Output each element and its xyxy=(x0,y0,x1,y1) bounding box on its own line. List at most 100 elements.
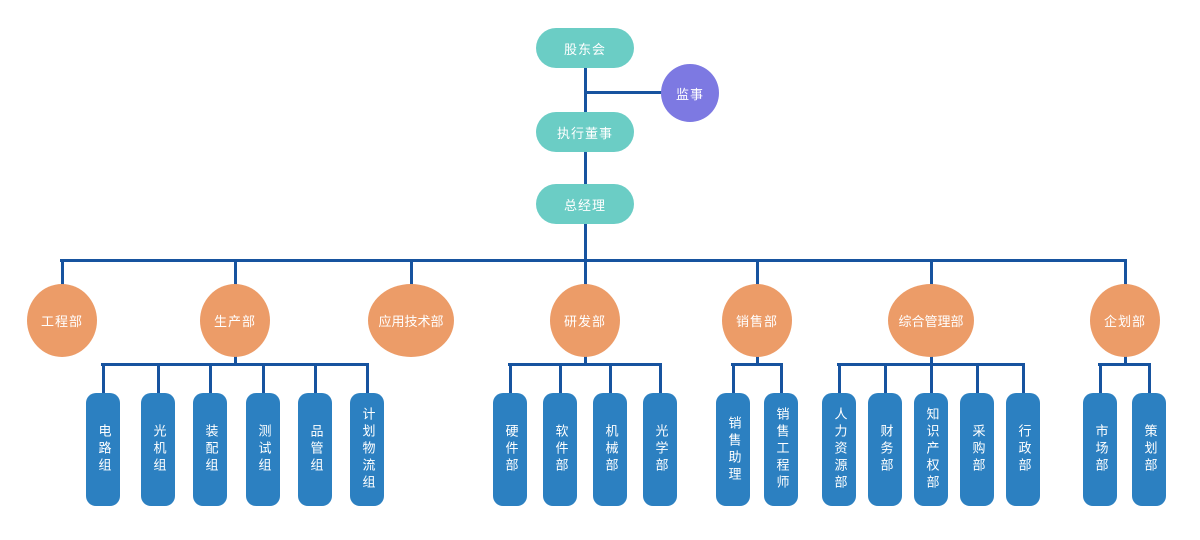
connector-bus xyxy=(60,259,1126,262)
connector-rail-production xyxy=(101,363,369,366)
node-team-finance-label: 财务部 xyxy=(877,424,893,475)
connector-stub-opto-mech-team xyxy=(157,363,160,393)
node-general-manager-label: 总经理 xyxy=(563,198,606,214)
node-team-circuit[interactable]: 电路组 xyxy=(86,393,120,506)
connector-stub-software xyxy=(559,363,562,393)
node-dept-planning-label: 企划部 xyxy=(1103,315,1146,330)
node-team-qc[interactable]: 品管组 xyxy=(298,393,332,506)
connector-drop-general-mgmt xyxy=(930,352,933,366)
node-team-hardware-label: 硬件部 xyxy=(502,424,518,475)
node-executive-director-label: 执行董事 xyxy=(556,126,613,142)
node-dept-applied-tech-label: 应用技术部 xyxy=(378,315,444,330)
node-team-ip[interactable]: 知识产权部 xyxy=(914,393,948,506)
node-team-mechanical-label: 机械部 xyxy=(602,424,618,475)
connector-stub-planning-logistics-team xyxy=(366,363,369,393)
connector-stub-circuit-team xyxy=(102,363,105,393)
node-team-optics-label: 光学部 xyxy=(652,424,668,475)
connector-drop-sales xyxy=(756,352,759,366)
connector-stub-admin xyxy=(1022,363,1025,393)
node-team-circuit-label: 电路组 xyxy=(95,424,111,475)
node-dept-applied-tech[interactable]: 应用技术部 xyxy=(368,284,454,357)
node-team-hr-label: 人力资源部 xyxy=(831,407,847,492)
connector-stub-optics xyxy=(659,363,662,393)
node-team-planning-label: 策划部 xyxy=(1141,424,1157,475)
node-dept-sales-label: 销售部 xyxy=(735,315,778,330)
node-shareholders-meeting-label: 股东会 xyxy=(563,42,606,58)
connector-rail-planning xyxy=(1098,363,1151,366)
node-team-assembly[interactable]: 装配组 xyxy=(193,393,227,506)
node-team-admin-label: 行政部 xyxy=(1015,424,1031,475)
connector-rail-sales xyxy=(731,363,783,366)
node-team-hardware[interactable]: 硬件部 xyxy=(493,393,527,506)
node-team-assembly-label: 装配组 xyxy=(202,424,218,475)
connector-stub-sales-engineer xyxy=(780,363,783,393)
connector-stub-planning xyxy=(1124,259,1127,291)
node-team-sales-assistant[interactable]: 销售助理 xyxy=(716,393,750,506)
node-dept-production[interactable]: 生产部 xyxy=(200,284,270,357)
node-shareholders-meeting[interactable]: 股东会 xyxy=(536,28,634,68)
connector-stub-mechanical xyxy=(609,363,612,393)
node-team-testing[interactable]: 测试组 xyxy=(246,393,280,506)
node-team-sales-engineer[interactable]: 销售工程师 xyxy=(764,393,798,506)
node-team-planning[interactable]: 策划部 xyxy=(1132,393,1166,506)
node-general-manager[interactable]: 总经理 xyxy=(536,184,634,224)
connector-stub-testing-team xyxy=(262,363,265,393)
connector-trunk-director-manager xyxy=(584,140,587,190)
connector-stub-assembly-team xyxy=(209,363,212,393)
node-executive-director[interactable]: 执行董事 xyxy=(536,112,634,152)
connector-drop-production xyxy=(234,352,237,366)
connector-stub-rnd xyxy=(584,259,587,291)
node-team-sales-assistant-label: 销售助理 xyxy=(725,415,741,484)
node-team-opto-mech-label: 光机组 xyxy=(150,424,166,475)
node-team-finance[interactable]: 财务部 xyxy=(868,393,902,506)
connector-stub-hardware xyxy=(509,363,512,393)
node-team-admin[interactable]: 行政部 xyxy=(1006,393,1040,506)
node-team-hr[interactable]: 人力资源部 xyxy=(822,393,856,506)
node-team-optics[interactable]: 光学部 xyxy=(643,393,677,506)
node-dept-rnd-label: 研发部 xyxy=(563,315,606,330)
connector-rail-rnd xyxy=(508,363,662,366)
node-supervisor-label: 监事 xyxy=(675,87,704,103)
connector-stub-hr xyxy=(838,363,841,393)
connector-stub-applied-tech xyxy=(410,259,413,291)
node-team-software[interactable]: 软件部 xyxy=(543,393,577,506)
connector-stub-sales-assistant xyxy=(732,363,735,393)
node-dept-rnd[interactable]: 研发部 xyxy=(550,284,620,357)
connector-stub-general-mgmt xyxy=(930,259,933,291)
connector-stub-qc-team xyxy=(314,363,317,393)
node-team-software-label: 软件部 xyxy=(552,424,568,475)
connector-stub-procurement xyxy=(976,363,979,393)
node-dept-general-mgmt[interactable]: 综合管理部 xyxy=(888,284,974,357)
node-team-testing-label: 测试组 xyxy=(255,424,271,475)
connector-trunk-manager-bus xyxy=(584,215,587,265)
node-supervisor[interactable]: 监事 xyxy=(661,64,719,122)
node-team-planning-logistics-label: 计划物流组 xyxy=(359,407,375,492)
node-team-marketing[interactable]: 市场部 xyxy=(1083,393,1117,506)
connector-stub-production xyxy=(234,259,237,291)
connector-branch-supervisor xyxy=(584,91,690,94)
node-dept-sales[interactable]: 销售部 xyxy=(722,284,792,357)
node-team-opto-mech[interactable]: 光机组 xyxy=(141,393,175,506)
node-dept-engineering[interactable]: 工程部 xyxy=(27,284,97,357)
node-dept-planning[interactable]: 企划部 xyxy=(1090,284,1160,357)
connector-stub-ip xyxy=(930,363,933,393)
node-team-marketing-label: 市场部 xyxy=(1092,424,1108,475)
connector-stub-sales xyxy=(756,259,759,291)
node-team-mechanical[interactable]: 机械部 xyxy=(593,393,627,506)
node-dept-engineering-label: 工程部 xyxy=(40,315,83,330)
connector-drop-rnd xyxy=(584,352,587,366)
node-dept-general-mgmt-label: 综合管理部 xyxy=(898,315,964,330)
node-team-qc-label: 品管组 xyxy=(307,424,323,475)
connector-stub-engineering xyxy=(61,259,64,291)
connector-trunk-shareholders-director xyxy=(584,50,587,116)
node-dept-production-label: 生产部 xyxy=(213,315,256,330)
connector-stub-marketing xyxy=(1099,363,1102,393)
connector-stub-planning-team xyxy=(1148,363,1151,393)
node-team-ip-label: 知识产权部 xyxy=(923,407,939,492)
node-team-procurement[interactable]: 采购部 xyxy=(960,393,994,506)
node-team-planning-logistics[interactable]: 计划物流组 xyxy=(350,393,384,506)
connector-stub-finance xyxy=(884,363,887,393)
node-team-procurement-label: 采购部 xyxy=(969,424,985,475)
connector-drop-planning xyxy=(1124,352,1127,366)
